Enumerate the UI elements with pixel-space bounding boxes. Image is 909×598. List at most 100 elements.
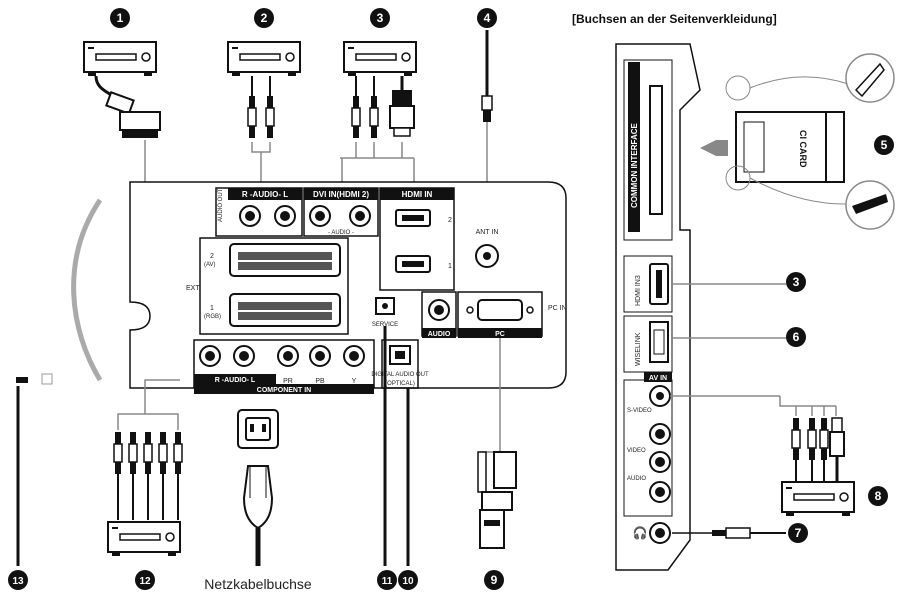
callout-2: 2	[254, 8, 274, 28]
pc-cable-9	[477, 451, 517, 549]
svg-text:12: 12	[139, 576, 151, 587]
svg-text:(OPTICAL): (OPTICAL)	[385, 381, 415, 387]
callout-4: 4	[477, 8, 497, 28]
svg-text:1: 1	[210, 305, 214, 312]
callout-3: 3	[370, 8, 390, 28]
svg-text:AUDIO OUT: AUDIO OUT	[218, 188, 224, 222]
svg-text:AUDIO: AUDIO	[627, 476, 646, 482]
svg-text:AUDIO: AUDIO	[428, 331, 451, 338]
svg-text:WISELINK: WISELINK	[635, 332, 642, 366]
ant-in: ANT IN	[475, 229, 499, 268]
device-12	[107, 521, 181, 557]
component-in-block: R -AUDIO- L PR PB Y COMPONENT IN	[193, 339, 375, 394]
svg-text:6: 6	[793, 330, 800, 344]
callout-6: 6	[786, 327, 806, 347]
kensington-lock	[16, 373, 53, 566]
svg-text:COMPONENT IN: COMPONENT IN	[257, 387, 311, 394]
svg-text:- AUDIO -: - AUDIO -	[328, 230, 354, 236]
svg-text:3: 3	[377, 11, 384, 25]
svg-text:HDMI IN3: HDMI IN3	[635, 275, 642, 306]
svg-text:7: 7	[795, 526, 802, 540]
antenna-cable-4	[481, 30, 493, 236]
callout-9: 9	[484, 570, 504, 590]
svg-text:R -AUDIO- L: R -AUDIO- L	[215, 377, 256, 384]
svg-text:5: 5	[881, 138, 888, 152]
side-av-in-block: AV IN S-VIDEO VIDEO AUDIO	[623, 372, 673, 517]
svg-text:(AV): (AV)	[204, 262, 216, 268]
headphone-cable-7	[672, 527, 786, 539]
svg-text:R -AUDIO- L: R -AUDIO- L	[242, 190, 288, 199]
dvi-audio-block: DVI IN(HDMI 2) - AUDIO -	[303, 187, 379, 237]
callout-5: 5	[874, 135, 894, 155]
svg-text:PC IN: PC IN	[548, 305, 567, 312]
svg-text:AV IN: AV IN	[649, 375, 667, 382]
service-port: SERVICE	[372, 297, 398, 328]
svg-text:8: 8	[875, 489, 882, 503]
power-cable-caption: Netzkabelbuchse	[204, 576, 312, 592]
svg-text:Y: Y	[352, 378, 357, 385]
svg-text:11: 11	[382, 576, 393, 587]
digital-audio-out-block: DIGITAL AUDIO OUT (OPTICAL)	[371, 339, 429, 389]
side-hdmi-in3: HDMI IN3	[623, 255, 673, 313]
pc-audio-block: AUDIO	[421, 291, 457, 338]
ext-scart-block: EXT 2 (AV) 1 (RGB)	[186, 237, 349, 335]
svg-text:PC: PC	[495, 331, 505, 338]
audio-out-r-jack	[239, 205, 261, 227]
audio-cable-2	[247, 76, 275, 139]
svg-text:2: 2	[448, 217, 452, 224]
svg-text:SERVICE: SERVICE	[372, 322, 398, 328]
av-cable-8	[791, 417, 845, 482]
pc-in-block: PC PC IN	[457, 291, 567, 338]
svg-text:PR: PR	[283, 378, 293, 385]
callout-13: 13	[8, 570, 28, 590]
side-headphone-jack: 🎧	[633, 522, 671, 544]
vga-port	[477, 299, 523, 321]
hdmi-in-block: HDMI IN 2 1	[379, 187, 455, 291]
svg-text:2: 2	[261, 11, 268, 25]
cable-arc	[71, 198, 103, 382]
svg-text:DVI IN(HDMI 2): DVI IN(HDMI 2)	[313, 190, 369, 199]
callout-10: 10	[398, 570, 418, 590]
svg-text:DIGITAL AUDIO OUT: DIGITAL AUDIO OUT	[371, 372, 429, 378]
svg-text:ANT IN: ANT IN	[476, 229, 499, 236]
scart-cable-1	[94, 75, 161, 138]
callout-8: 8	[868, 486, 888, 506]
svg-text:VIDEO: VIDEO	[627, 448, 646, 454]
device-3-dvd	[343, 41, 417, 77]
dvi-audio-r-jack	[309, 205, 331, 227]
svg-text:4: 4	[484, 11, 491, 25]
component-cable-12	[113, 431, 183, 520]
callout-3-side: 3	[786, 272, 806, 292]
svg-text:PB: PB	[315, 378, 325, 385]
power-socket	[237, 409, 279, 566]
svg-text:1: 1	[117, 11, 124, 25]
svg-text:🎧: 🎧	[633, 526, 648, 540]
audio-out-block: R -AUDIO- L AUDIO OUT	[215, 187, 303, 237]
svg-text:S-VIDEO: S-VIDEO	[627, 408, 652, 414]
svg-text:COMMON INTERFACE: COMMON INTERFACE	[630, 122, 639, 208]
device-8	[781, 481, 855, 517]
side-panel: COMMON INTERFACE	[615, 43, 701, 571]
svg-text:10: 10	[402, 576, 414, 587]
svg-text:13: 13	[12, 576, 24, 587]
svg-text:9: 9	[491, 573, 498, 587]
hdmi-cable-3	[351, 76, 415, 139]
side-panel-title: [Buchsen an der Seitenverkleidung]	[572, 12, 777, 26]
svg-text:1: 1	[448, 263, 452, 270]
callout-1: 1	[110, 8, 130, 28]
callout-11: 11	[377, 570, 397, 590]
svg-text:3: 3	[793, 275, 800, 289]
callout-7: 7	[788, 523, 808, 543]
svg-text:EXT: EXT	[186, 285, 200, 292]
ci-slot	[649, 85, 663, 215]
callout-12: 12	[135, 570, 155, 590]
device-2-player	[227, 41, 301, 77]
ci-card: CI CARD	[700, 53, 895, 230]
dvi-audio-l-jack	[349, 205, 371, 227]
svg-text:2: 2	[210, 253, 214, 260]
svg-text:CI CARD: CI CARD	[798, 130, 808, 168]
device-1-vcr	[83, 41, 157, 77]
svg-text:(RGB): (RGB)	[204, 314, 221, 320]
audio-out-l-jack	[274, 205, 296, 227]
